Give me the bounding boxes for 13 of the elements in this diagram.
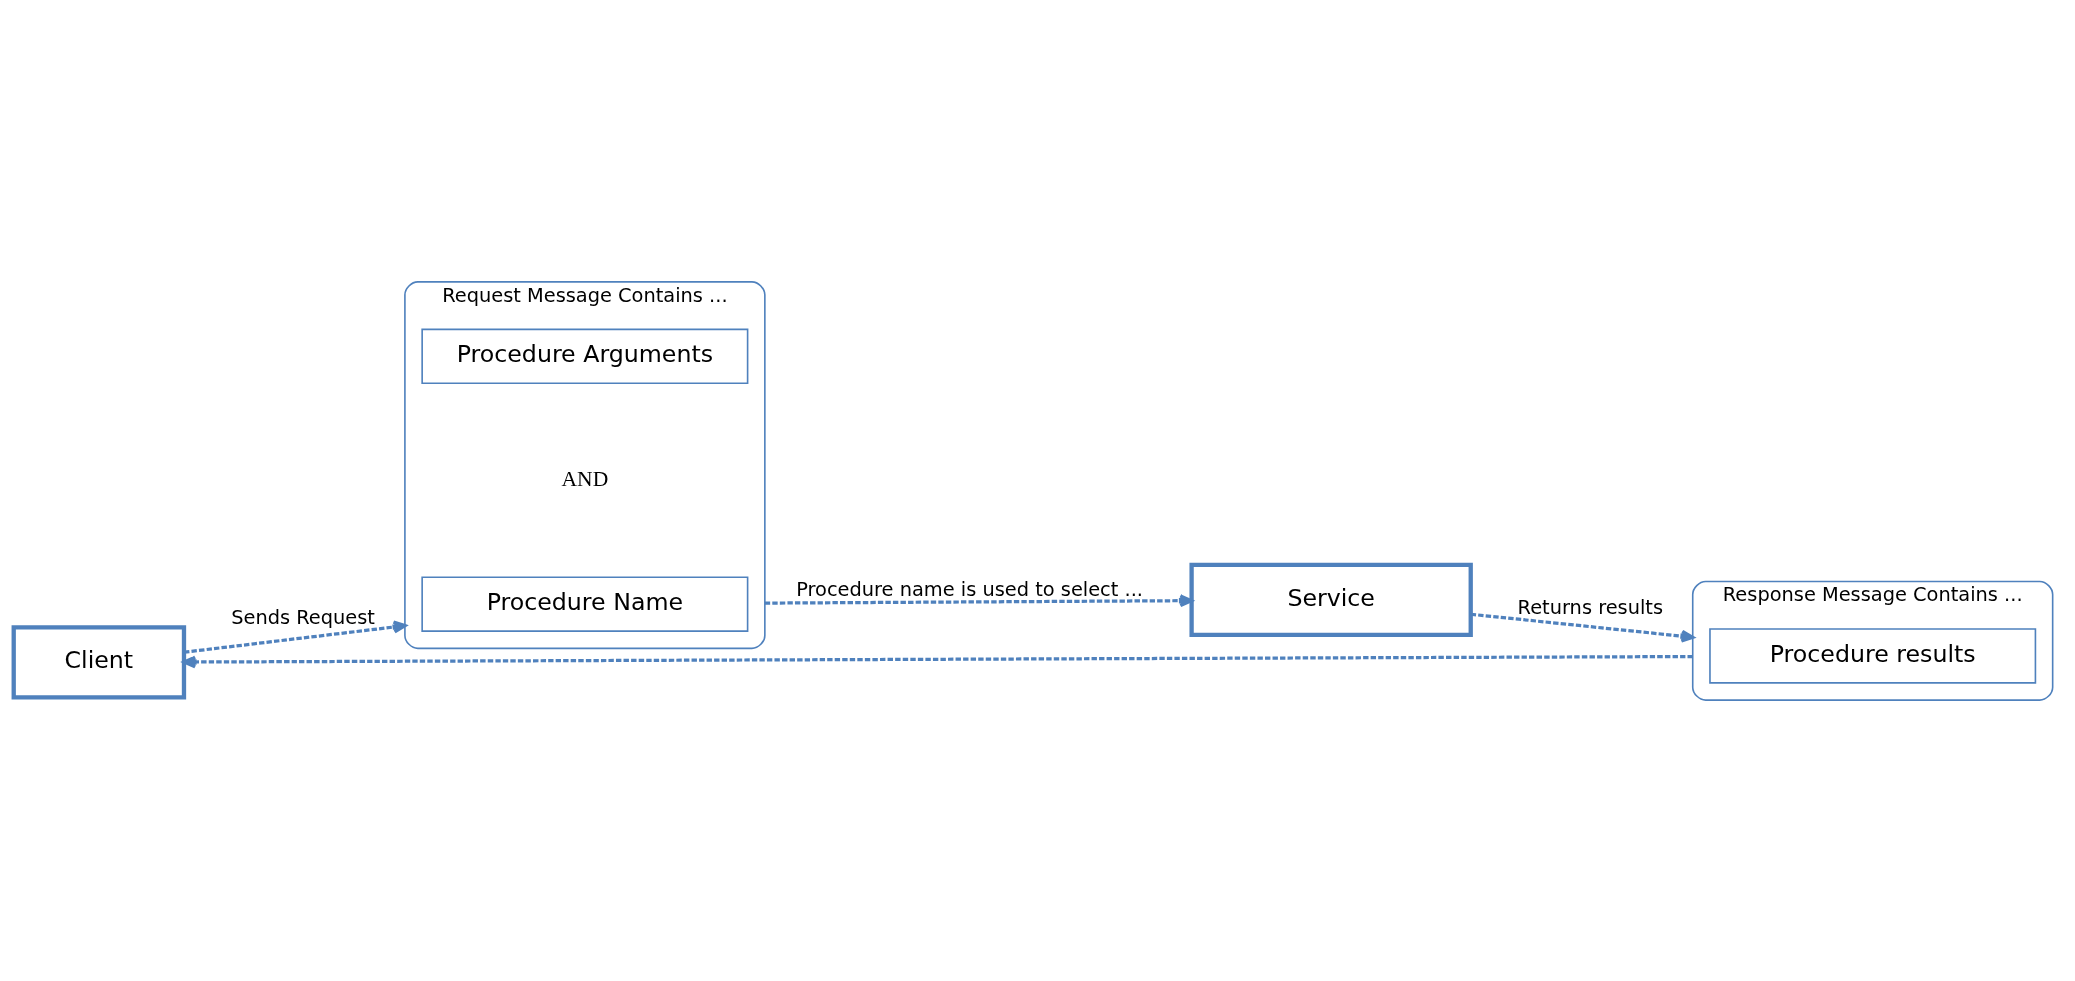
node-box: Service: [1189, 562, 1473, 637]
edge-label: Returns results: [1517, 595, 1664, 619]
edge-label: Sends Request: [231, 605, 375, 629]
node-box: Procedure Name: [421, 575, 749, 632]
node-box: Procedure results: [1709, 627, 2037, 684]
arrow: [1470, 612, 1695, 643]
label: AND: [561, 466, 609, 491]
node-box: Procedure Arguments: [421, 328, 749, 384]
arrow: [182, 654, 1693, 668]
edge-label: Procedure name is used to select ...: [796, 577, 1144, 601]
arrow: [764, 593, 1193, 607]
arrow: [184, 620, 407, 654]
node-box: Client: [11, 624, 187, 700]
